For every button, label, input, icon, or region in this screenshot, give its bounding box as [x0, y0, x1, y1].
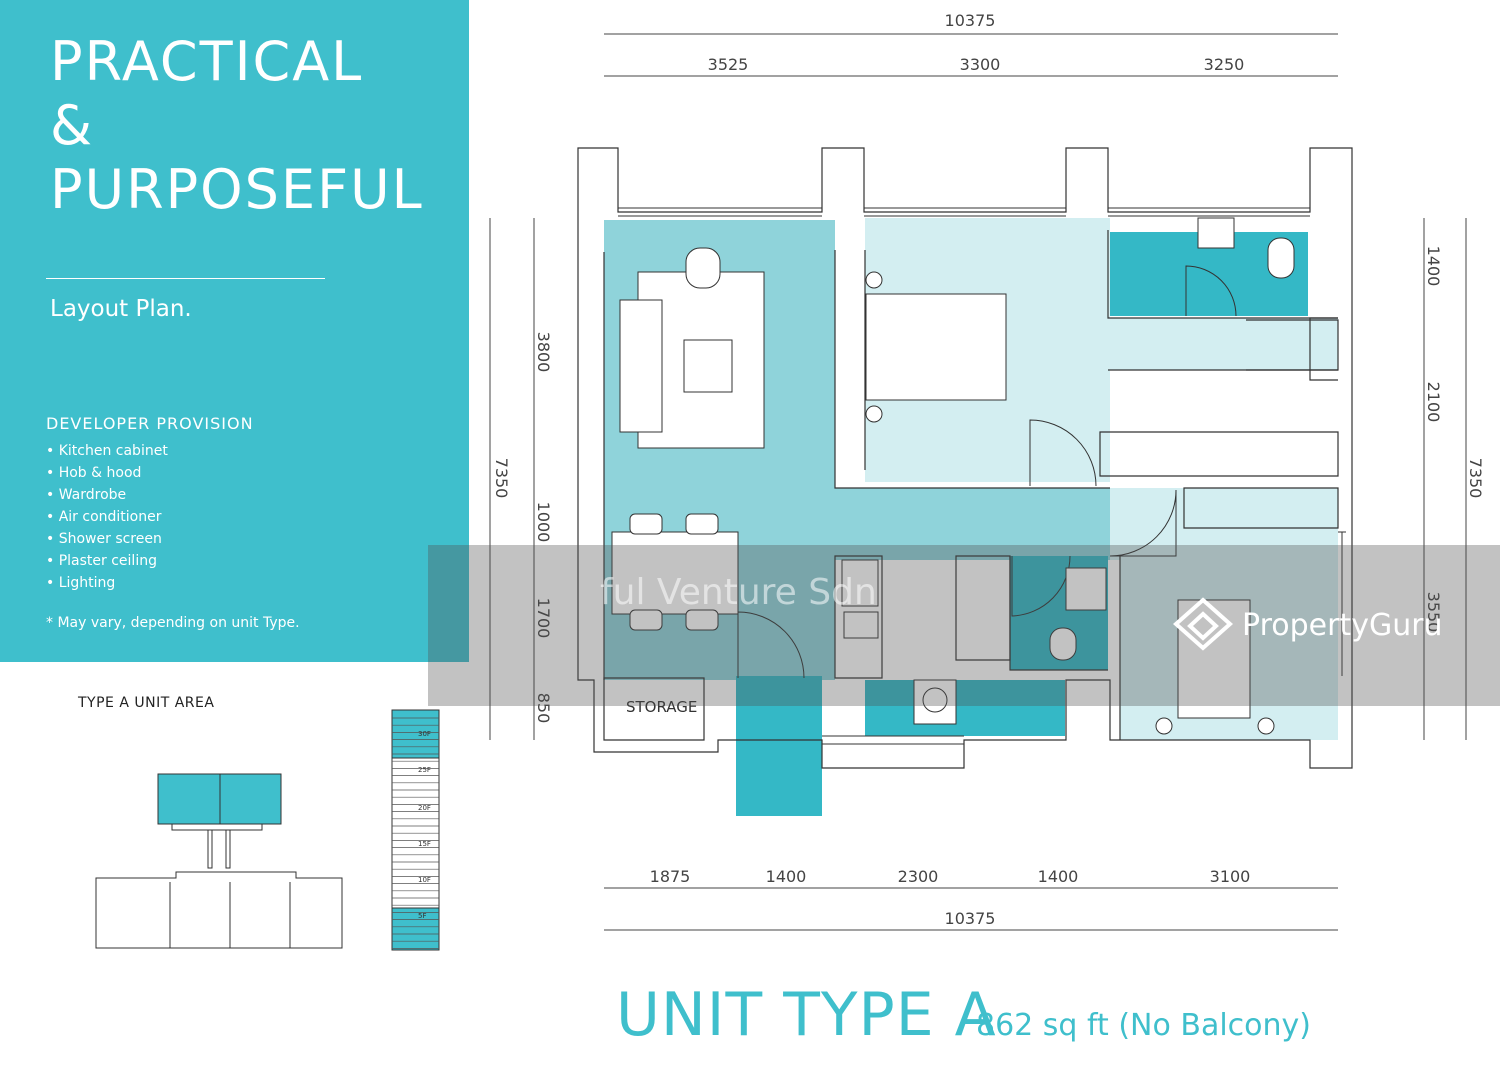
floor-label: 10F — [418, 876, 431, 884]
dim-bottom: 1875 — [650, 867, 691, 886]
provision-item: Hob & hood — [46, 462, 168, 484]
basin-1 — [1197, 217, 1235, 249]
furniture — [611, 217, 1295, 735]
watermark-band — [428, 545, 1500, 706]
key-plan-title: TYPE A UNIT AREA — [78, 695, 215, 711]
provision-list: Kitchen cabinet Hob & hood Wardrobe Air … — [46, 440, 168, 594]
bed-1 — [865, 293, 1007, 401]
floor-label: 15F — [418, 840, 431, 848]
dim-top: 3300 — [960, 55, 1001, 74]
dim-right-total: 7350 — [1466, 458, 1485, 499]
floor-label: 5F — [418, 912, 426, 920]
headline-line-2: & PURPOSEFUL — [50, 94, 424, 221]
storage-label: STORAGE — [626, 698, 697, 716]
dim-bottom-total: 10375 — [945, 909, 996, 928]
floor-label: 20F — [418, 804, 431, 812]
watermark-brand: PropertyGuru — [1242, 608, 1443, 643]
provision-note: * May vary, depending on unit Type. — [46, 615, 300, 631]
dim-top: 3525 — [708, 55, 749, 74]
dim-left-total: 7350 — [492, 458, 511, 499]
watermark-text: ful Venture Sdn — [600, 572, 877, 613]
sink — [841, 559, 879, 607]
coffee-table — [683, 339, 733, 393]
armchair — [685, 247, 721, 289]
propertyguru-logo-icon — [1172, 597, 1234, 651]
dim-left: 1000 — [534, 502, 553, 543]
provision-item: Lighting — [46, 572, 168, 594]
key-plan: 30F 25F 20F 15F 10F 5F — [95, 709, 440, 951]
provision-item: Wardrobe — [46, 484, 168, 506]
dim-left: 1700 — [534, 598, 553, 639]
dim-top: 3250 — [1204, 55, 1245, 74]
headline-line-1: PRACTICAL — [50, 30, 364, 93]
windows — [618, 207, 1346, 745]
dining-table — [611, 531, 739, 615]
dim-bottom: 3100 — [1210, 867, 1251, 886]
unit-type-title: UNIT TYPE A — [616, 980, 997, 1050]
info-panel: PRACTICAL & PURPOSEFUL Layout Plan. DEVE… — [0, 0, 469, 662]
dim-bottom: 1400 — [766, 867, 807, 886]
dim-left: 850 — [534, 693, 553, 724]
headline: PRACTICAL & PURPOSEFUL — [50, 30, 469, 222]
basin-2 — [1065, 567, 1107, 611]
yard-area — [865, 680, 1065, 736]
sofa — [619, 299, 663, 433]
dim-left: 3800 — [534, 332, 553, 373]
dim-right: 1400 — [1424, 246, 1443, 287]
floor-plan: STORAGE 10375 3525 3300 3250 1875 1400 2… — [489, 11, 1485, 931]
bed-2 — [1177, 599, 1251, 719]
provision-title: DEVELOPER PROVISION — [46, 414, 254, 433]
provision-item: Plaster ceiling — [46, 550, 168, 572]
floor-label: 30F — [418, 730, 431, 738]
dim-top-total: 10375 — [945, 11, 996, 30]
dim-right: 3550 — [1424, 592, 1443, 633]
dim-bottom: 2300 — [898, 867, 939, 886]
hob — [843, 611, 879, 639]
dimension-lines — [489, 33, 1467, 931]
toilet-2 — [1049, 627, 1077, 661]
walls — [577, 147, 1353, 769]
divider — [46, 278, 325, 279]
layout-plan-label: Layout Plan. — [50, 296, 192, 322]
unit-area: 862 sq ft (No Balcony) — [976, 1008, 1311, 1043]
corridor — [1110, 318, 1338, 370]
provision-item: Shower screen — [46, 528, 168, 550]
provision-item: Kitchen cabinet — [46, 440, 168, 462]
dim-bottom: 1400 — [1038, 867, 1079, 886]
entrance-area — [736, 676, 822, 816]
dim-right: 2100 — [1424, 382, 1443, 423]
provision-item: Air conditioner — [46, 506, 168, 528]
toilet-1 — [1267, 237, 1295, 279]
floor-label: 25F — [418, 766, 431, 774]
